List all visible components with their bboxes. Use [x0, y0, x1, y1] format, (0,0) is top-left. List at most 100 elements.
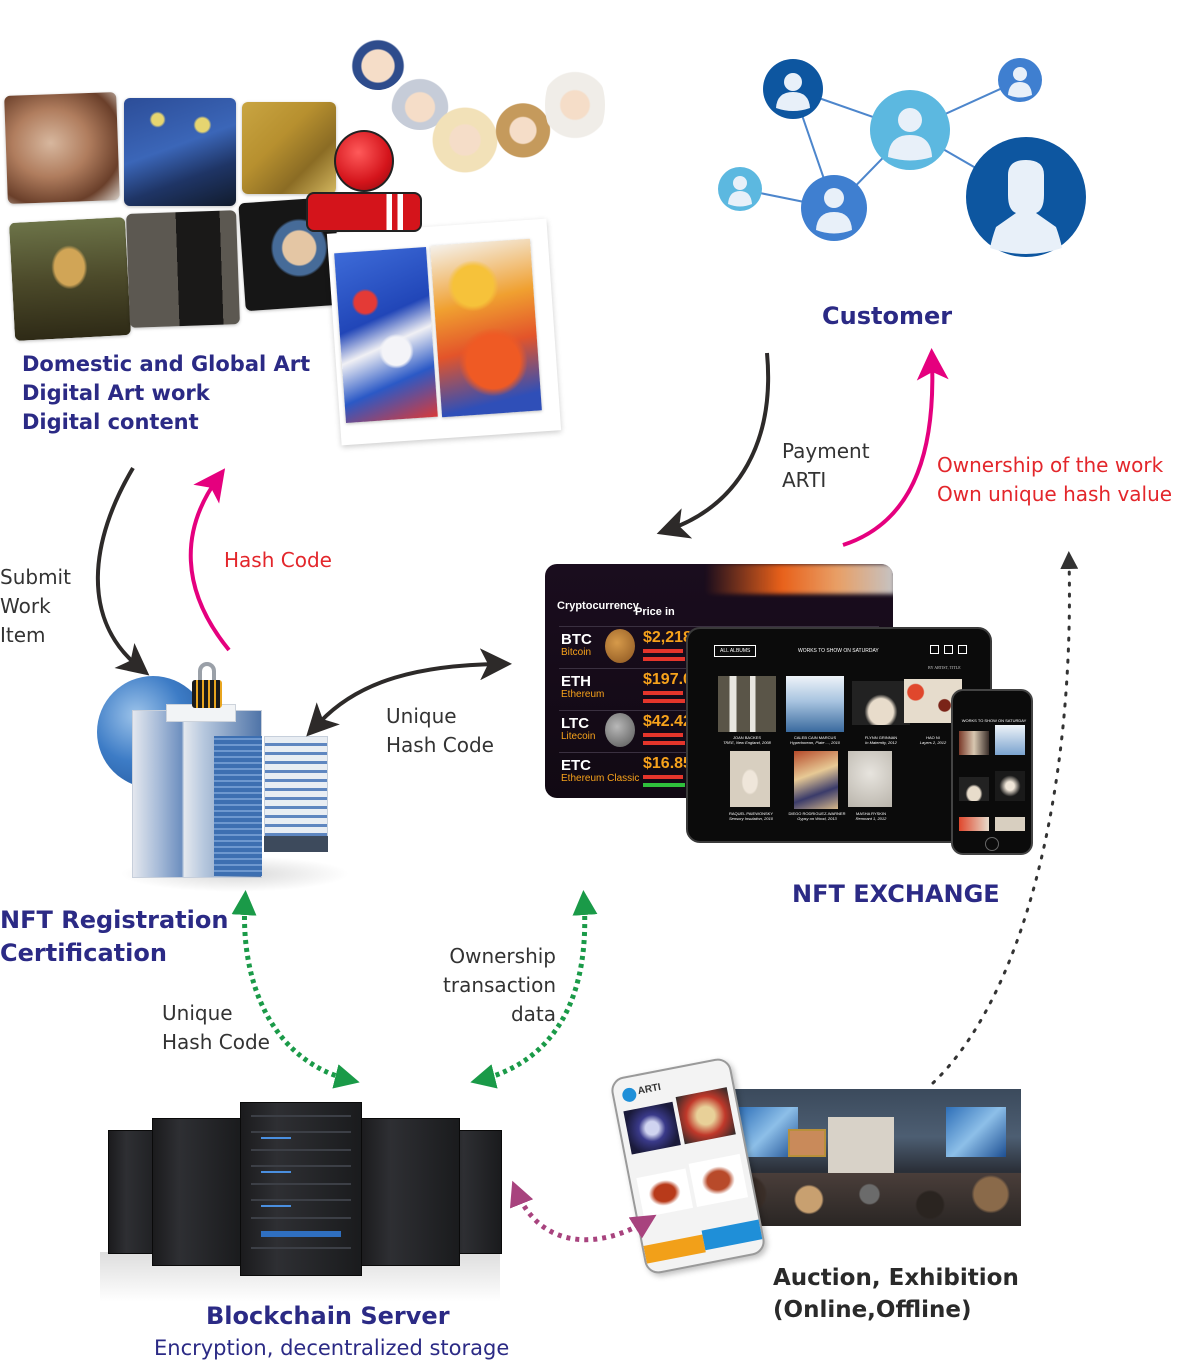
change-bar [643, 657, 685, 661]
server-slot [250, 1149, 352, 1151]
unique-hash-label-line: Hash Code [162, 1030, 270, 1054]
arrow-ownership [842, 348, 949, 547]
server-slot [250, 1183, 352, 1185]
artwork-thumb[interactable] [959, 777, 989, 801]
crypto-symbol: BTC [561, 631, 592, 648]
arrow-unique-hash-exchange [306, 648, 512, 737]
artwork-thumb[interactable] [848, 751, 892, 807]
unique-hash-label-line: Hash Code [386, 733, 494, 757]
ownership-data-label-line: transaction data [443, 973, 556, 1026]
artwork-thumb[interactable] [959, 817, 989, 831]
crypto-name: Ethereum [561, 689, 605, 700]
arrow-hash-code [188, 468, 231, 652]
kart-helmet [334, 130, 394, 192]
change-bar [643, 691, 683, 695]
auction-line-2: (Online,Offline) [773, 1297, 972, 1323]
customer-node-5 [801, 175, 867, 241]
crypto-price: $42.42 [643, 713, 692, 730]
payment-label: Payment ARTI [782, 437, 870, 495]
arrow-auction-blockchain [509, 1180, 657, 1243]
kart-character [306, 130, 424, 242]
crypto-symbol: LTC [561, 715, 590, 732]
registration-title: NFT Registration Certification [0, 904, 228, 970]
game-characters [320, 30, 610, 210]
all-albums-button[interactable]: ALL ALBUMS [714, 645, 757, 657]
server-slot [250, 1115, 352, 1117]
crypto-name: Ethereum Classic [561, 773, 640, 784]
hash-code-label: Hash Code [224, 548, 332, 572]
registration-line-1: NFT Registration [0, 906, 229, 934]
gallery-phone: WORKS TO SHOW ON SATURDAY [951, 689, 1033, 855]
server-led [261, 1205, 291, 1207]
unique-hash-blockchain-label: Unique Hash Code [162, 999, 270, 1057]
server-led [261, 1171, 291, 1173]
ownership-data-label: Ownership transaction data [392, 942, 556, 1029]
gallery-tablet: ALL ALBUMS WORKS TO SHOW ON SATURDAY BY … [686, 627, 992, 843]
litecoin-icon [605, 713, 635, 747]
bitcoin-icon [605, 629, 635, 663]
artwork-thumb[interactable] [786, 676, 844, 732]
arrow-ownership-data [470, 890, 598, 1089]
screen-glow [705, 564, 893, 594]
art-source-line-2: Digital Art work [22, 381, 210, 405]
server-rack-center [240, 1102, 362, 1276]
home-button[interactable] [985, 837, 999, 851]
customer-network [718, 58, 1086, 257]
character-white-hair [545, 60, 605, 150]
padlock-shackle [198, 662, 216, 684]
server-slot [250, 1131, 352, 1133]
artwork-thumb[interactable] [718, 676, 776, 732]
submit-label: Submit Work Item [0, 563, 71, 650]
customer-node-2 [870, 90, 950, 170]
crypto-name: Litecoin [561, 731, 596, 742]
auction-screen [946, 1107, 1006, 1157]
artwork-thumb[interactable] [794, 751, 838, 809]
artwork-thumb[interactable] [995, 817, 1025, 831]
crypto-price: $16.85 [643, 755, 692, 772]
submit-label-line: Work [0, 594, 51, 618]
sort-dropdown[interactable]: BY ARTIST, TITLE [928, 665, 961, 670]
ownership-label: Ownership of the work Own unique hash va… [937, 451, 1172, 509]
crypto-symbol: ETH [561, 673, 591, 690]
search-icon[interactable] [958, 645, 967, 654]
artwork-thumb[interactable] [959, 731, 989, 755]
unique-hash-label-line: Unique [162, 1001, 233, 1025]
artwork-thumb[interactable] [995, 725, 1025, 755]
character-elf [430, 100, 500, 180]
artwork-thumb[interactable] [730, 751, 770, 807]
unique-hash-label-line: Unique [386, 704, 457, 728]
auction-photo [718, 1089, 1021, 1226]
change-bar [643, 649, 683, 653]
change-bar [643, 699, 685, 703]
submit-label-line: Submit [0, 565, 71, 589]
payment-label-line: ARTI [782, 468, 827, 492]
ownership-label-line: Own unique hash value [937, 482, 1173, 506]
art-source-line-1: Domestic and Global Art [22, 352, 311, 376]
building-tower-glass [214, 736, 262, 876]
artwork-thumb[interactable] [904, 679, 962, 723]
building-annex-base [264, 836, 328, 852]
arrow-submit [95, 466, 150, 676]
server-slot [250, 1247, 352, 1249]
share-icon[interactable] [930, 645, 939, 654]
artwork-thumb[interactable] [852, 681, 910, 725]
tablet-title: WORKS TO SHOW ON SATURDAY [798, 648, 879, 654]
crypto-header: Cryptocurrency [557, 600, 639, 612]
auction-line-1: Auction, Exhibition [773, 1265, 1019, 1291]
arrow-payment [656, 352, 770, 539]
change-bar [643, 783, 685, 787]
customer-label: Customer [822, 302, 953, 330]
artwork-thumb[interactable] [995, 771, 1025, 801]
art-source-title: Domestic and Global Art Digital Art work… [22, 350, 310, 437]
blockchain-sublabel: Encryption, decentralized storage [154, 1336, 510, 1360]
exchange-label: NFT EXCHANGE [792, 880, 1000, 908]
change-bar [643, 741, 685, 745]
mail-icon[interactable] [944, 645, 953, 654]
padlock-icon [192, 662, 222, 710]
customer-node-1 [763, 59, 823, 119]
